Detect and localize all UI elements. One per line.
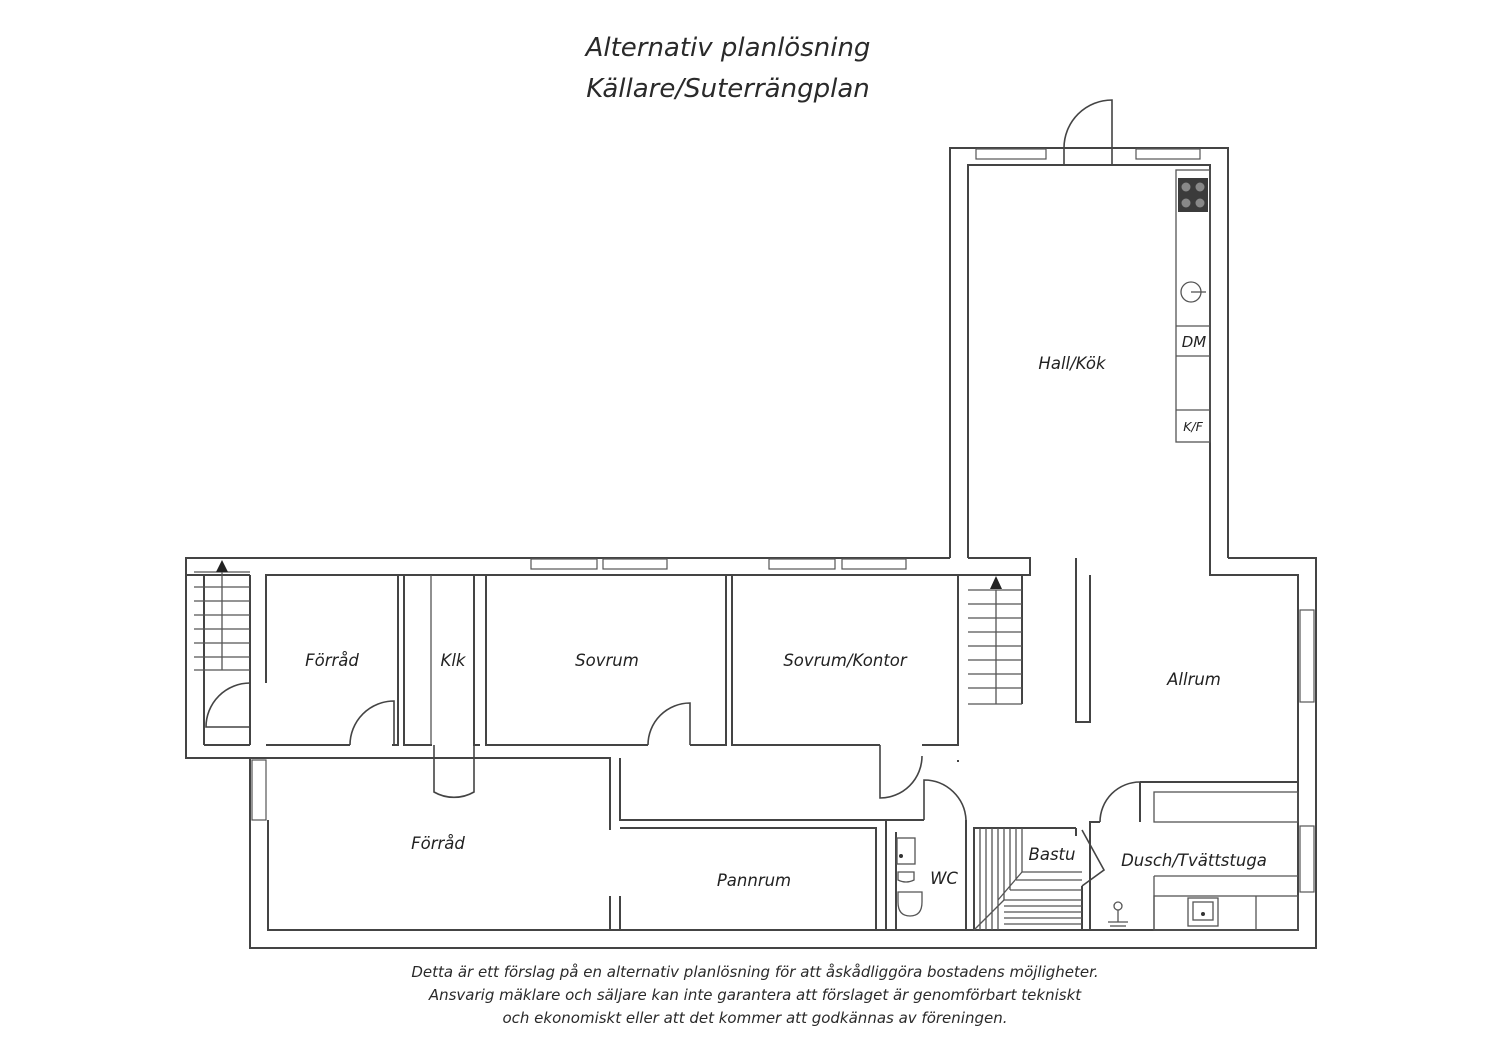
room-label-forrad-2: Förråd: [411, 834, 465, 853]
room-label-dusch-tvattstuga: Dusch/Tvättstuga: [1121, 851, 1267, 870]
sauna-benches: [973, 828, 1082, 931]
plan-title: Alternativ planlösning: [585, 33, 871, 63]
stairs-right: [968, 576, 1022, 705]
stove-icon: [1178, 178, 1208, 212]
room-label-sovrum: Sovrum: [575, 651, 639, 670]
windows: [251, 148, 1315, 893]
room-labels: Hall/Kök Förråd Klk Sovrum Sovrum/Kontor…: [305, 354, 1267, 890]
room-label-wc: WC: [930, 869, 958, 888]
disclaimer-line-3: och ekonomiskt eller att det kommer att …: [502, 1009, 1008, 1027]
wc-fixtures: [896, 837, 923, 917]
plan-subtitle: Källare/Suterrängplan: [586, 74, 870, 104]
room-label-klk: Klk: [441, 651, 467, 670]
interior-walls: [250, 557, 1298, 930]
room-label-bastu: Bastu: [1029, 845, 1076, 864]
stairs-left: [194, 560, 250, 671]
laundry-fixtures: [1108, 791, 1299, 931]
room-label-pannrum: Pannrum: [717, 871, 791, 890]
outer-walls: [185, 147, 1317, 949]
kitchen-counter: DM K/F: [1175, 169, 1211, 443]
toilet-icon: [897, 891, 923, 917]
room-label-forrad: Förråd: [305, 651, 359, 670]
dishwasher-label: DM: [1182, 333, 1207, 351]
shower-icon: [1113, 901, 1123, 911]
entrance-door: [1063, 99, 1113, 165]
disclaimer-line-2: Ansvarig mäklare och säljare kan inte ga…: [428, 986, 1082, 1004]
room-label-hall-kok: Hall/Kök: [1038, 354, 1107, 373]
room-label-allrum: Allrum: [1166, 670, 1221, 689]
doors: [205, 682, 1141, 887]
disclaimer-line-1: Detta är ett förslag på en alternativ pl…: [411, 963, 1099, 981]
fridge-freezer-label: K/F: [1183, 419, 1203, 434]
room-label-sovrum-kontor: Sovrum/Kontor: [783, 651, 908, 670]
